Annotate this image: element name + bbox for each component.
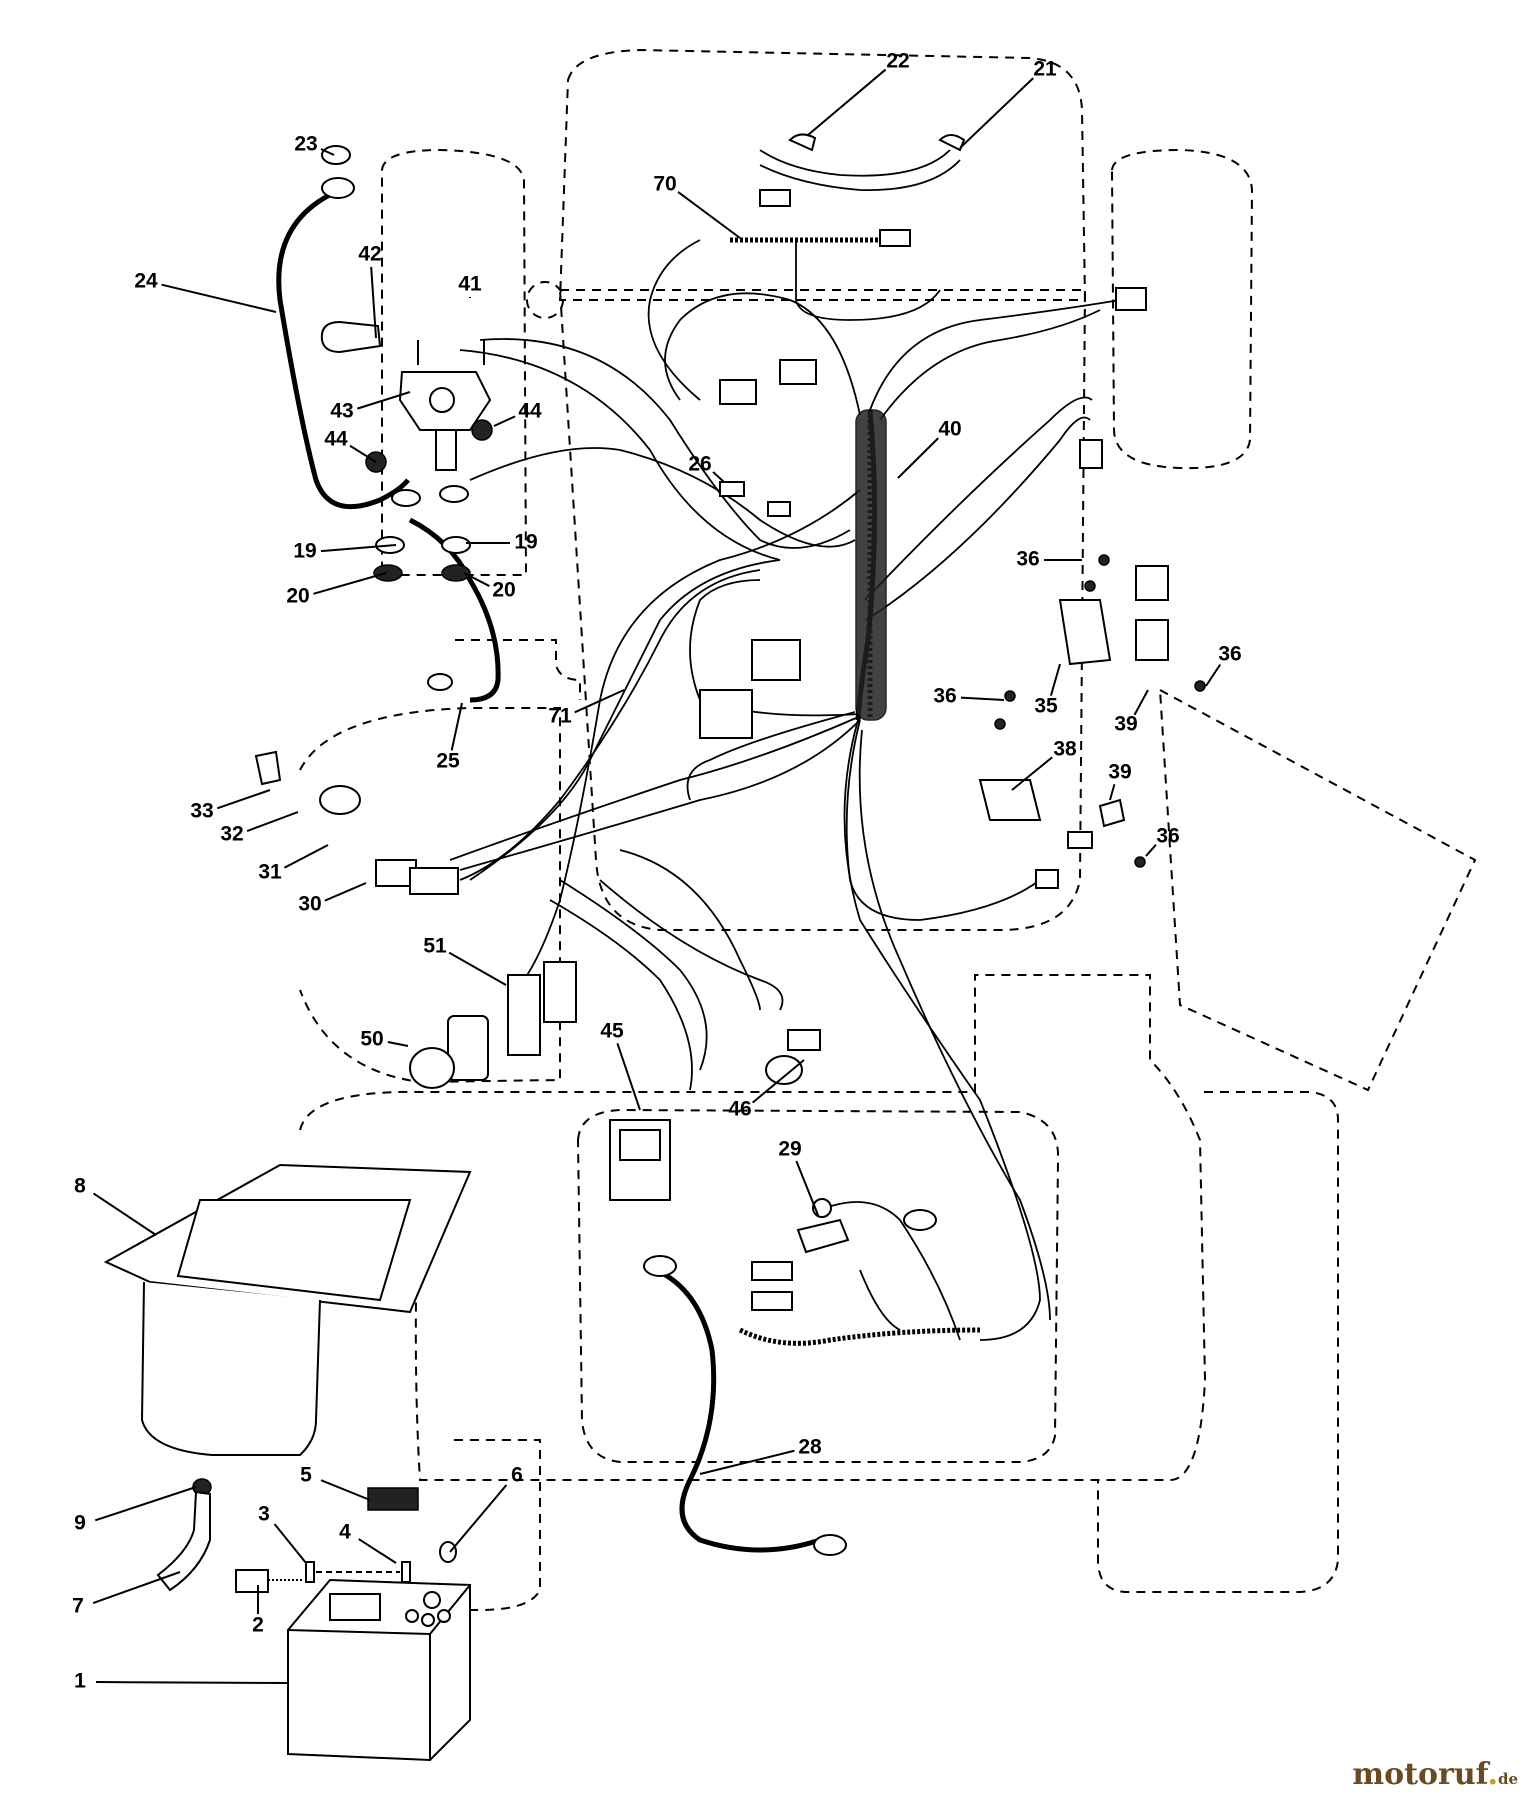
callout-leader-42 [370, 266, 377, 339]
callout-leader-70 [677, 191, 741, 239]
callout-22: 22 [886, 50, 909, 73]
callout-leader-40 [897, 437, 939, 479]
callout-39a: 39 [1114, 713, 1137, 736]
callout-leader-45 [616, 1042, 641, 1111]
callout-leader-7 [92, 1571, 181, 1605]
callout-20b: 20 [492, 579, 515, 602]
callout-leader-36b [1205, 663, 1222, 687]
callout-36b: 36 [1218, 643, 1241, 666]
callout-1: 1 [74, 1670, 86, 1693]
callout-20a: 20 [286, 585, 309, 608]
callout-39b: 39 [1108, 761, 1131, 784]
callout-42: 42 [358, 243, 381, 266]
callout-21: 21 [1033, 58, 1057, 81]
callout-41: 41 [458, 273, 482, 296]
callout-leader-44b [493, 415, 516, 427]
callout-leader-4 [358, 1538, 397, 1564]
callout-19a: 19 [293, 540, 316, 563]
callout-leader-43 [357, 391, 411, 410]
callout-leader-21 [959, 77, 1034, 149]
callout-leader-5 [320, 1479, 371, 1501]
callout-26: 26 [688, 453, 711, 476]
watermark-main: motoruf [1352, 1757, 1488, 1792]
callout-leader-22 [807, 68, 887, 136]
callout-24: 24 [134, 270, 158, 293]
callout-4: 4 [339, 1521, 351, 1544]
callout-leader-9 [94, 1486, 197, 1522]
callout-32: 32 [220, 823, 243, 846]
callout-71: 71 [548, 705, 572, 728]
callout-7: 7 [72, 1595, 84, 1618]
callout-30: 30 [298, 893, 321, 916]
callout-leader-50 [387, 1040, 409, 1047]
callout-leader-35 [1049, 663, 1061, 696]
callout-leader-1 [95, 1681, 289, 1684]
callout-6: 6 [511, 1464, 523, 1487]
wiring-harness [276, 149, 1121, 1553]
callout-leader-20a [313, 572, 387, 595]
callout-3: 3 [258, 1503, 270, 1526]
callout-5: 5 [300, 1464, 312, 1487]
callout-leader-30 [324, 882, 367, 902]
callout-29: 29 [778, 1138, 801, 1161]
callout-leader-38 [1011, 756, 1053, 791]
callout-25: 25 [436, 750, 460, 773]
watermark-logo: motoruf.de [1352, 1757, 1518, 1792]
callout-33: 33 [190, 800, 213, 823]
callout-40: 40 [938, 418, 961, 441]
callout-leader-36c [960, 696, 1005, 701]
parts [103, 133, 1206, 1762]
callout-44b: 44 [518, 400, 542, 423]
callout-leader-25 [450, 702, 463, 751]
callout-leader-6 [449, 1484, 508, 1553]
callout-leader-19a [320, 544, 397, 553]
callout-leader-33 [216, 789, 271, 810]
callout-70: 70 [653, 173, 676, 196]
callout-35: 35 [1034, 695, 1058, 718]
callout-leader-36d [1145, 844, 1157, 857]
callout-leader-46 [751, 1059, 805, 1104]
callout-38: 38 [1053, 738, 1077, 761]
callout-45: 45 [600, 1020, 624, 1043]
callout-36d: 36 [1156, 825, 1179, 848]
callout-leader-44a [349, 444, 377, 463]
callout-leader-31 [283, 844, 329, 869]
callout-leader-28 [699, 1449, 795, 1475]
callout-23: 23 [294, 133, 317, 156]
callout-9: 9 [74, 1512, 86, 1535]
callout-leader-32 [246, 811, 299, 832]
callout-leader-26 [712, 471, 725, 483]
callout-31: 31 [258, 861, 282, 884]
callout-36c: 36 [933, 685, 956, 708]
callout-2: 2 [252, 1614, 264, 1637]
callout-leader-29 [795, 1160, 819, 1216]
callout-leader-8 [92, 1192, 157, 1236]
callout-51: 51 [423, 935, 447, 958]
callout-44a: 44 [324, 428, 348, 451]
callout-28: 28 [798, 1436, 822, 1459]
callout-50: 50 [360, 1028, 383, 1051]
callout-46: 46 [728, 1098, 751, 1121]
callout-8: 8 [74, 1175, 86, 1198]
watermark-dot: . [1487, 1757, 1498, 1792]
callout-43: 43 [330, 400, 353, 423]
tractor-outline [299, 48, 1477, 1611]
watermark-tld: de [1497, 1770, 1518, 1788]
callout-19b: 19 [514, 531, 537, 554]
callout-leader-71 [574, 689, 625, 714]
callout-leader-51 [448, 951, 507, 986]
callout-leader-39b [1109, 783, 1116, 801]
callout-leader-24 [161, 283, 277, 313]
callout-leader-23 [320, 148, 335, 156]
callout-leader-39a [1133, 689, 1149, 716]
callout-leader-20b [463, 572, 490, 587]
callout-36a: 36 [1016, 548, 1039, 571]
callout-leader-3 [273, 1523, 307, 1564]
